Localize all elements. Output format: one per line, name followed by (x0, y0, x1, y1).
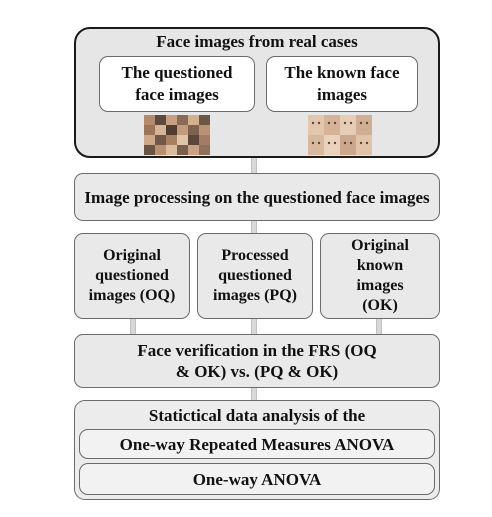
method-anova-label: One-way ANOVA (192, 469, 322, 489)
method-repeated-anova-label: One-way Repeated Measures ANOVA (119, 434, 395, 454)
known-images-label: The known face images (284, 63, 400, 104)
method-repeated-anova-box: One-way Repeated Measures ANOVA (79, 429, 435, 459)
questioned-images-label: The questioned face images (121, 63, 233, 104)
face-mosaic-image (144, 115, 210, 155)
group-ok-box: Original known images (OK) (320, 233, 440, 319)
verification-label: Face verification in the FRS (OQ & OK) v… (137, 341, 377, 381)
analysis-panel: Statictical data analysis of the One-way… (74, 400, 440, 500)
connector (376, 319, 382, 334)
group-oq-box: Original questioned images (OQ) (74, 233, 190, 319)
connector (251, 158, 257, 173)
group-pq-label: Processed questioned images (PQ) (213, 247, 297, 304)
known-faces-thumbnail (308, 115, 372, 155)
processing-box: Image processing on the questioned face … (74, 173, 440, 221)
method-anova-box: One-way ANOVA (79, 463, 435, 495)
group-pq-box: Processed questioned images (PQ) (197, 233, 313, 319)
connector (251, 319, 257, 334)
connector (251, 388, 257, 400)
source-panel: Face images from real cases The question… (74, 27, 440, 158)
group-ok-label: Original known images (OK) (351, 237, 409, 314)
connector (251, 221, 257, 233)
source-title: Face images from real cases (156, 32, 358, 51)
analysis-title: Statictical data analysis of the (148, 406, 366, 425)
verification-box: Face verification in the FRS (OQ & OK) v… (74, 334, 440, 388)
known-images-box: The known face images (266, 56, 418, 112)
questioned-faces-thumbnail (144, 115, 210, 155)
connector (130, 319, 136, 334)
processing-label: Image processing on the questioned face … (84, 187, 430, 207)
known-face-grid-image (308, 115, 372, 155)
questioned-images-box: The questioned face images (99, 56, 255, 112)
group-oq-label: Original questioned images (OQ) (88, 247, 176, 304)
